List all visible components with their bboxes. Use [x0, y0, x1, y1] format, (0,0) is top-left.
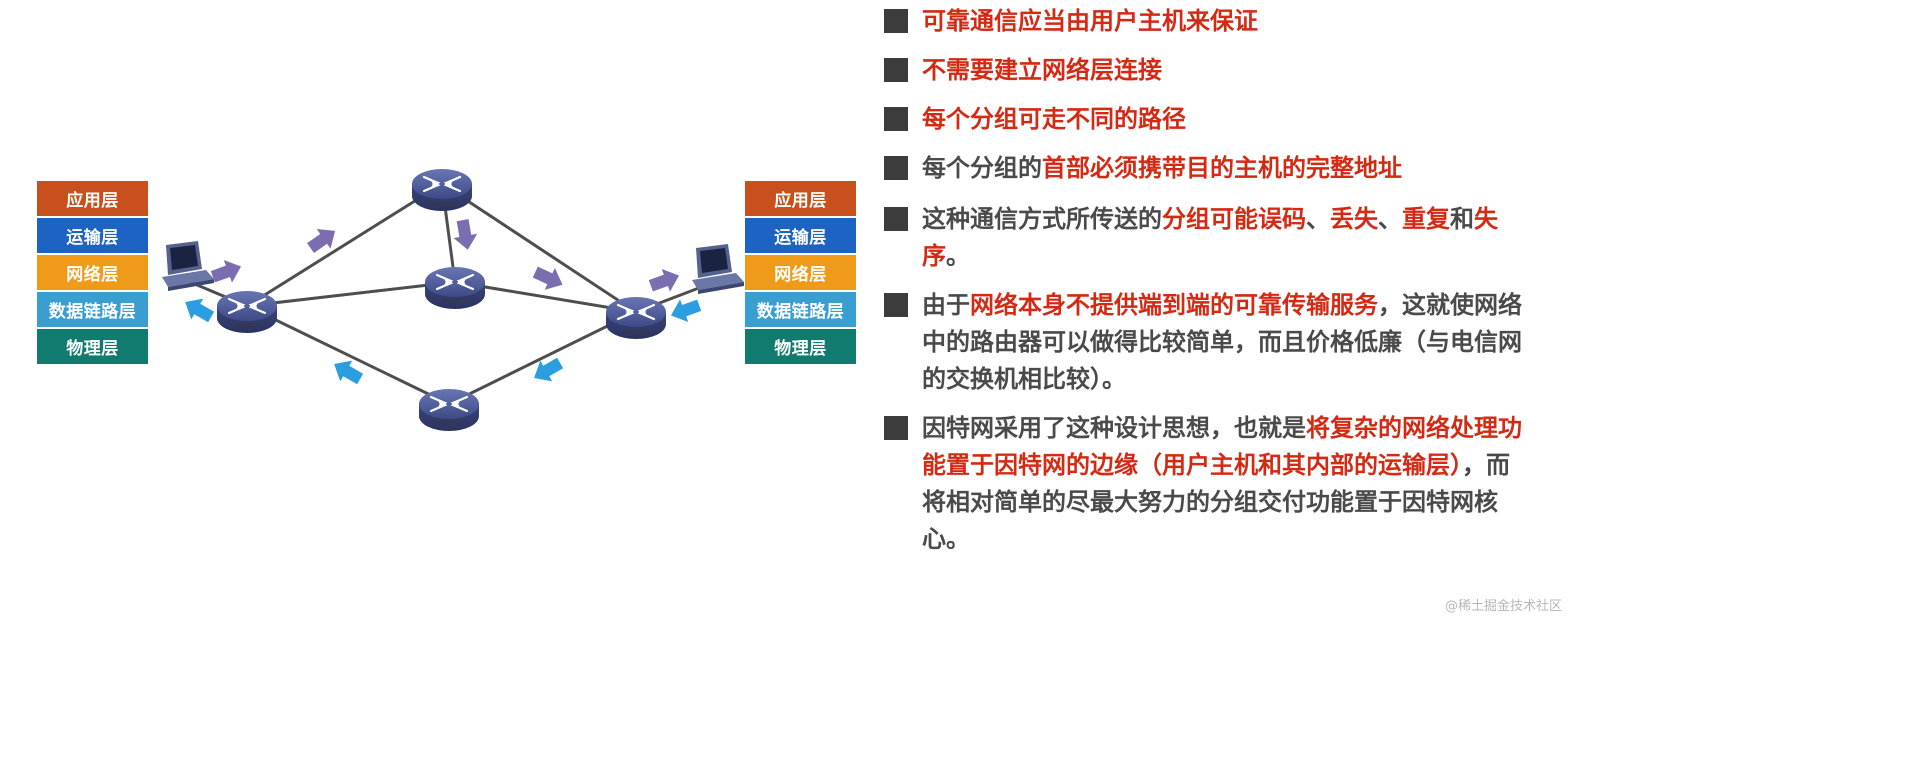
bullet-text-segment: 失序 [922, 205, 1498, 270]
link-r1-top [245, 182, 444, 308]
link-r1-bottom [245, 304, 451, 406]
bullet-text-segment: 因特网采用了这种设计思想，也就是 [922, 414, 1306, 442]
bullet-item: 这种通信方式所传送的分组可能误码、丢失、重复和失序。 [884, 201, 1524, 275]
bullet-text-segment: 这种通信方式所传送的 [922, 205, 1162, 233]
bullet-text-segment: 网络本身不提供端到端的可靠传输服务 [970, 291, 1378, 319]
router-label: ROUTER [430, 201, 455, 208]
router-label: ROUTER [437, 421, 462, 428]
router-icon: ROUTER [606, 297, 666, 339]
square-bullet-icon [884, 416, 908, 440]
network-diagram: ROUTER ROUTER ROUTER ROUTER ROUTER [162, 169, 744, 431]
link-mid-r2 [453, 280, 638, 314]
layer-physical: 物理层 [745, 329, 856, 364]
bullet-text-segment: 将复杂的网络处理功能置于因特网的边缘（用户主机和其内部的运输层） [922, 414, 1522, 479]
layer-application: 应用层 [37, 181, 148, 216]
host-computer-left-icon [162, 241, 214, 291]
router-label: ROUTER [235, 323, 260, 330]
bullet-text-segment: 分组可能误码 [1162, 205, 1306, 233]
layer-application: 应用层 [745, 181, 856, 216]
link-bottom-r2 [447, 310, 638, 406]
link-top-r2 [440, 182, 638, 314]
router-icon: ROUTER [419, 389, 479, 431]
bullet-item: 不需要建立网络层连接 [884, 52, 1524, 89]
router-label: ROUTER [624, 329, 649, 336]
square-bullet-icon [884, 293, 908, 317]
layer-physical: 物理层 [37, 329, 148, 364]
bullet-item: 因特网采用了这种设计思想，也就是将复杂的网络处理功能置于因特网的边缘（用户主机和… [884, 410, 1524, 558]
bullet-text-segment: 、 [1378, 205, 1402, 233]
packet-arrow-icon [185, 298, 215, 323]
protocol-stack-right: 应用层 运输层 网络层 数据链路层 物理层 [745, 181, 856, 366]
bullet-text-segment: 可靠通信应当由用户主机来保证 [922, 7, 1258, 35]
bullet-text: 由于网络本身不提供端到端的可靠传输服务，这就使网络中的路由器可以做得比较简单，而… [922, 287, 1524, 398]
layer-transport: 运输层 [745, 218, 856, 253]
router-icon: ROUTER [412, 169, 472, 211]
packet-arrow-icon [453, 219, 478, 250]
packet-arrow-icon [648, 269, 680, 292]
watermark: @稀土掘金技术社区 [1444, 599, 1562, 614]
network-links [188, 182, 714, 406]
bullet-text: 不需要建立网络层连接 [922, 52, 1524, 89]
bullet-text-segment: 和 [1450, 205, 1474, 233]
packet-arrows [185, 219, 702, 385]
bullet-text-segment: 由于 [922, 291, 970, 319]
router-icon: ROUTER [425, 267, 485, 309]
host-computer-right-icon [692, 244, 744, 294]
packet-arrow-icon [532, 266, 563, 290]
bullet-text: 这种通信方式所传送的分组可能误码、丢失、重复和失序。 [922, 201, 1524, 275]
layer-datalink: 数据链路层 [37, 292, 148, 327]
packet-arrow-icon [670, 299, 702, 322]
bullet-text-segment: 、 [1306, 205, 1330, 233]
bullet-item: 每个分组可走不同的路径 [884, 101, 1524, 138]
square-bullet-icon [884, 156, 908, 180]
bullet-text-segment: ，而将相对简单的尽最大努力的分组交付功能置于因特网核心。 [922, 451, 1510, 553]
square-bullet-icon [884, 107, 908, 131]
bullet-text-segment: 。 [946, 242, 970, 270]
bullet-text-segment: ，这就使网络中的路由器可以做得比较简单，而且价格低廉（与电信网的交换机相比较）。 [922, 291, 1522, 393]
router-icon: ROUTER [217, 291, 277, 333]
bullet-text-segment: 丢失 [1330, 205, 1378, 233]
routers: ROUTER ROUTER ROUTER ROUTER ROUTER [217, 169, 666, 431]
bullet-text-segment: 每个分组的 [922, 154, 1042, 182]
square-bullet-icon [884, 58, 908, 82]
bullet-text: 每个分组的首部必须携带目的主机的完整地址 [922, 150, 1524, 187]
protocol-stack-left: 应用层 运输层 网络层 数据链路层 物理层 [37, 181, 148, 366]
router-label: ROUTER [443, 299, 468, 306]
layer-network: 网络层 [745, 255, 856, 290]
bullet-text: 可靠通信应当由用户主机来保证 [922, 3, 1524, 40]
layer-datalink: 数据链路层 [745, 292, 856, 327]
packet-arrow-icon [334, 360, 364, 385]
packet-arrow-icon [307, 229, 336, 253]
bullet-item: 由于网络本身不提供端到端的可靠传输服务，这就使网络中的路由器可以做得比较简单，而… [884, 287, 1524, 398]
bullet-text-segment: 重复 [1402, 205, 1450, 233]
bullet-text-segment: 不需要建立网络层连接 [922, 56, 1162, 84]
bullet-item: 每个分组的首部必须携带目的主机的完整地址 [884, 150, 1524, 187]
bullet-text-segment: 首部必须携带目的主机的完整地址 [1042, 154, 1402, 182]
bullet-text-segment: 每个分组可走不同的路径 [922, 105, 1186, 133]
link-r1-mid [245, 280, 457, 308]
layer-network: 网络层 [37, 255, 148, 290]
square-bullet-icon [884, 207, 908, 231]
bullet-text: 因特网采用了这种设计思想，也就是将复杂的网络处理功能置于因特网的边缘（用户主机和… [922, 410, 1524, 558]
bullet-text: 每个分组可走不同的路径 [922, 101, 1524, 138]
packet-arrow-icon [210, 260, 242, 283]
square-bullet-icon [884, 9, 908, 33]
packet-arrow-icon [534, 357, 564, 382]
layer-transport: 运输层 [37, 218, 148, 253]
bullet-item: 可靠通信应当由用户主机来保证 [884, 3, 1524, 40]
